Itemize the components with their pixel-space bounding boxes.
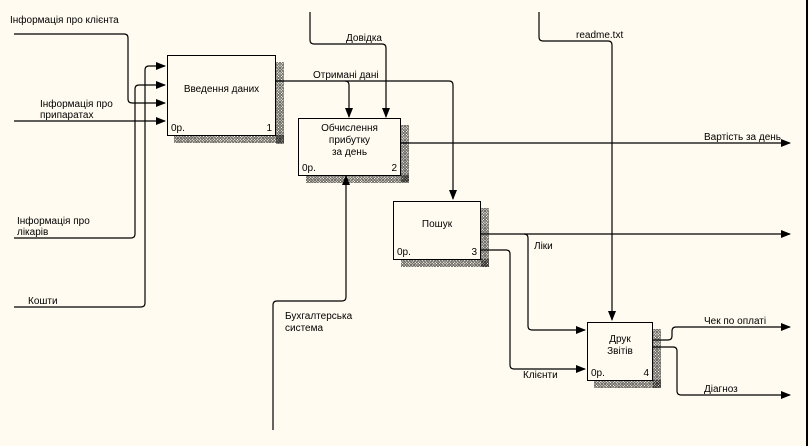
label-doctor-info-line-2: лікарів — [17, 227, 49, 238]
activity-4-number: 4 — [643, 368, 649, 379]
activity-3-number: 3 — [471, 247, 477, 258]
arrow-received-data-branch[interactable] — [344, 80, 353, 118]
arrow-accounting-system[interactable] — [272, 175, 350, 430]
activity-box-2[interactable]: Обчислення прибутку за день 0р. 2 — [298, 118, 401, 176]
activity-1-cost: 0р. — [171, 123, 185, 134]
label-drug-info-line-2: припаратах — [40, 110, 94, 121]
arrow-money[interactable] — [14, 62, 166, 308]
label-readme: readme.txt — [576, 30, 624, 41]
activity-4-shadow — [653, 329, 661, 388]
label-client-info: Інформація про клієнта — [10, 15, 119, 26]
label-reference: Довідка — [346, 33, 382, 44]
arrow-received-data[interactable] — [276, 80, 457, 200]
activity-1-title: Введення даних — [183, 84, 260, 95]
activity-4-title-line-1: Друк — [609, 334, 631, 345]
activity-4-title-line-2: Звітів — [607, 346, 633, 357]
activity-2-shadow-bottom — [306, 175, 409, 183]
activity-2-title-line-3: за день — [331, 147, 368, 158]
label-doctor-info-line-1: Інформація про — [17, 216, 90, 227]
activity-1-number: 1 — [266, 123, 272, 134]
label-medicines: Ліки — [534, 241, 553, 252]
label-received-data: Отримані дані — [313, 70, 379, 81]
activity-4-cost: 0р. — [591, 368, 605, 379]
label-clients: Клієнти — [523, 370, 558, 381]
arrow-medicines-branch[interactable] — [523, 233, 586, 334]
label-drug-info-line-1: Інформація про — [40, 99, 113, 110]
label-accounting-line-1: Бухгалтерська — [285, 311, 353, 322]
activity-1-shadow — [276, 62, 284, 144]
activity-box-4[interactable]: Друк Звітів 0р. 4 — [587, 322, 653, 381]
arrow-clients[interactable] — [481, 249, 586, 373]
activity-2-shadow — [401, 125, 409, 182]
label-money: Кошти — [28, 296, 58, 307]
activity-3-shadow — [481, 208, 489, 267]
label-payment-receipt: Чек по оплаті — [704, 316, 767, 327]
activity-3-cost: 0р. — [397, 247, 411, 258]
activity-4-title: Друк Звітів — [588, 334, 652, 358]
activity-box-1[interactable]: Введення даних 0р. 1 — [167, 55, 276, 136]
activity-1-shadow-bottom — [174, 135, 284, 143]
label-accounting-line-2: система — [285, 323, 324, 334]
activity-4-shadow-bottom — [594, 380, 661, 388]
arrow-doctor-info[interactable] — [14, 81, 166, 239]
arrow-client-info[interactable] — [14, 33, 166, 107]
arrow-reference[interactable] — [309, 12, 390, 118]
arrow-readme[interactable] — [538, 12, 616, 321]
activity-2-title-line-1: Обчислення — [321, 123, 378, 134]
activity-2-title-line-2: прибутку — [328, 135, 371, 146]
activity-2-cost: 0р. — [302, 163, 316, 174]
label-diagnosis: Діагноз — [704, 384, 738, 395]
activity-3-title: Пошук — [421, 219, 453, 230]
activity-2-number: 2 — [391, 163, 397, 174]
diagram-right-border — [806, 0, 808, 446]
arrow-diagnosis[interactable] — [653, 346, 791, 399]
arrow-payment-receipt[interactable] — [653, 323, 791, 341]
label-daily-cost: Вартість за день — [704, 132, 781, 143]
activity-2-title: Обчислення прибутку за день — [299, 123, 400, 159]
activity-3-shadow-bottom — [401, 259, 489, 267]
activity-box-3[interactable]: Пошук 0р. 3 — [393, 201, 481, 260]
